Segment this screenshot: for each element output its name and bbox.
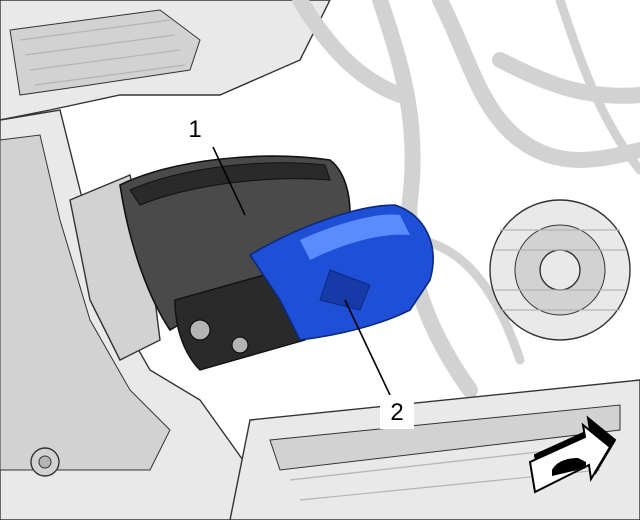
starter-solenoid-cover (248, 204, 434, 341)
leader-line-2 (344, 299, 391, 396)
terminal-nut-icon (231, 336, 249, 354)
starter-motor (69, 155, 351, 371)
terminal-nut-icon (189, 319, 211, 341)
alternator-area (489, 199, 631, 341)
bolt-center (38, 455, 52, 469)
callout-1: 1 (178, 112, 212, 146)
leader-line-1 (212, 146, 246, 216)
hoses-and-pipes (292, 0, 640, 398)
callout-label-2: 2 (390, 399, 403, 426)
callout-2: 2 (380, 395, 414, 429)
callout-label-1: 1 (188, 116, 201, 143)
vehicle-front-arrow-icon (528, 415, 617, 494)
left-frame-rail (0, 109, 251, 520)
